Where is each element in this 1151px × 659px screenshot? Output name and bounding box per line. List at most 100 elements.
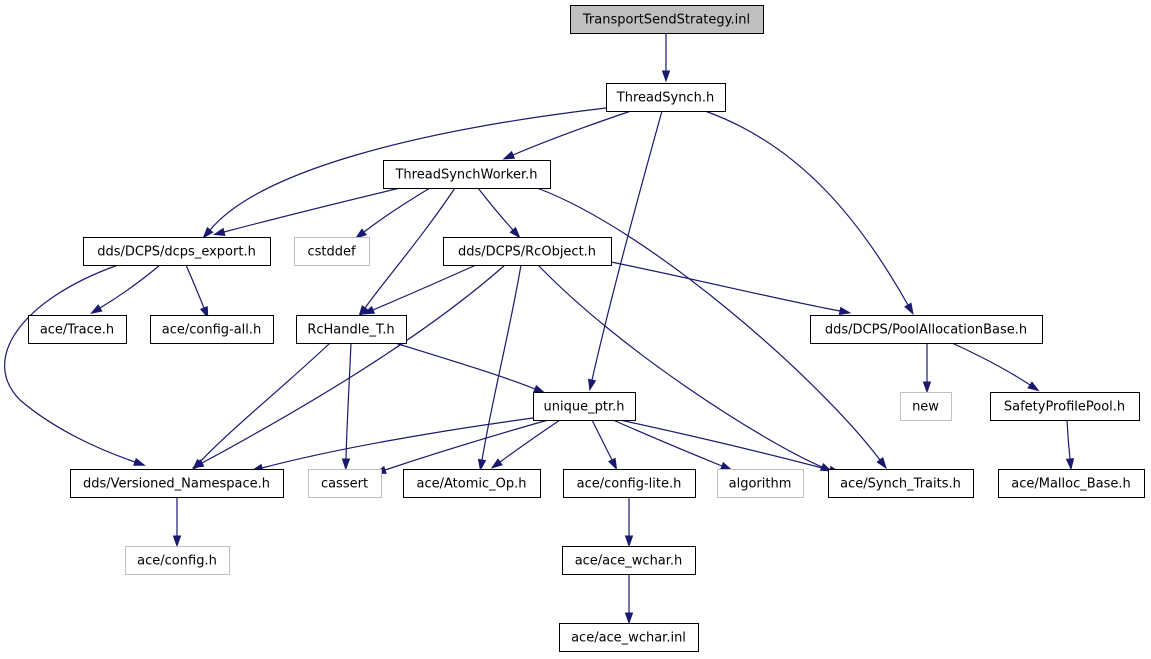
node-label: dds/DCPS/PoolAllocationBase.h [825,323,1027,338]
arrow-head-icon [922,381,932,394]
node-box [28,315,127,344]
node-ace-config-h[interactable]: ace/config.h [125,546,230,575]
node-transport-send-strategy-inl[interactable]: TransportSendStrategy.inl [570,5,764,34]
node-ace-ace-wchar-h[interactable]: ace/ace_wchar.h [562,546,696,575]
edge-unique_ptr_h-to-versioned_namespace_h [250,417,534,472]
arrow-head-icon [354,228,367,239]
node-ace-config-all-h[interactable]: ace/config-all.h [150,315,274,344]
arrow-head-icon [202,226,214,239]
edge-line [591,110,663,381]
arrow-head-icon [172,535,182,548]
node-thread-synch-h[interactable]: ThreadSynch.h [606,83,726,112]
arrow-head-icon [90,304,103,314]
node-label: TransportSendStrategy.inl [582,13,750,28]
node-box [150,315,274,344]
node-ace-ace-wchar-inl[interactable]: ace/ace_wchar.inl [559,623,699,652]
edge-line [951,342,1031,386]
node-box [570,5,764,34]
node-label: cassert [321,477,368,492]
node-ace-trace-h[interactable]: ace/Trace.h [28,315,127,344]
arrow-head-icon [192,458,204,471]
node-thread-synch-worker-h[interactable]: ThreadSynchWorker.h [383,160,551,189]
node-label: unique_ptr.h [544,400,625,415]
edge-dcps_export_h-to-versioned_namespace_h [4,264,146,466]
node-box [83,237,271,266]
node-versioned-namespace-h[interactable]: dds/Versioned_Namespace.h [70,469,284,498]
node-label: RcHandle_T.h [307,323,394,338]
edge-line [481,264,522,461]
edge-unique_ptr_h-to-ace_atomic_op_h [490,419,561,469]
edge-line [372,264,477,311]
node-label: ace/config-lite.h [577,477,682,492]
edge-versioned_namespace_h-to-ace_config_h [172,497,182,548]
arrow-head-icon [199,305,209,319]
arrow-head-icon [661,70,671,83]
node-box [563,469,696,498]
node-box [533,392,636,421]
arrow-head-icon [502,150,516,160]
edge-pool_allocation_base_h-to-new [922,343,932,394]
node-cassert[interactable]: cassert [308,469,382,498]
arrow-head-icon [532,384,546,394]
node-ace-atomic-op-h[interactable]: ace/Atomic_Op.h [403,469,541,498]
node-box [900,392,952,421]
edge-pool_allocation_base_h-to-safety_profile_pool_h [951,342,1040,392]
node-unique-ptr-h[interactable]: unique_ptr.h [533,392,636,421]
edge-thread_synch_worker_h-to-ace_synch_traits_h [536,187,887,470]
edge-line [704,110,909,306]
edge-dcps_export_h-to-ace_config_all_h [185,264,209,319]
node-box [562,546,696,575]
arrow-head-icon [490,458,503,469]
node-label: ThreadSynch.h [616,91,714,106]
edge-line [394,342,536,390]
node-rcobject-h[interactable]: dds/DCPS/RcObject.h [443,237,612,266]
edge-line [209,107,607,231]
edge-dcps_export_h-to-ace_trace_h [90,264,161,314]
node-algorithm[interactable]: algorithm [717,469,804,498]
node-rchandle-t-h[interactable]: RcHandle_T.h [296,315,407,344]
node-ace-malloc-base-h[interactable]: ace/Malloc_Base.h [998,469,1145,498]
arrow-head-icon [509,226,521,239]
edge-line [364,187,456,309]
arrow-head-icon [608,457,618,471]
node-box [125,546,230,575]
node-box [559,623,699,652]
arrow-head-icon [624,535,634,548]
node-label: dds/DCPS/dcps_export.h [97,245,256,260]
edge-ace_ace_wchar_h-to-ace_ace_wchar_inl [624,574,634,625]
edge-line [4,264,136,463]
node-box [606,83,726,112]
edge-thread_synch_worker_h-to-dcps_export_h [212,187,401,236]
edge-thread_synch_h-to-thread_synch_worker_h [502,110,632,160]
node-new[interactable]: new [900,392,952,421]
node-layer: TransportSendStrategy.inlThreadSynch.hTh… [28,5,1145,652]
arrow-head-icon [1065,458,1075,471]
edge-unique_ptr_h-to-algorithm [612,419,733,471]
edge-unique_ptr_h-to-ace_synch_traits_h [619,419,842,474]
node-label: dds/DCPS/RcObject.h [458,245,596,260]
node-safety-profile-pool-h[interactable]: SafetyProfilePool.h [990,392,1140,421]
node-cstddef[interactable]: cstddef [294,237,370,266]
arrow-head-icon [904,302,914,316]
arrow-head-icon [477,458,487,472]
node-pool-allocation-base-h[interactable]: dds/DCPS/PoolAllocationBase.h [810,315,1043,344]
edge-line [1066,419,1071,460]
edge-rcobject_h-to-rchandle_t_h [362,264,477,315]
edge-line [345,342,352,460]
edge-line [477,187,514,231]
node-label: dds/Versioned_Namespace.h [83,477,270,492]
edge-thread_synch_worker_h-to-cstddef [354,187,431,239]
arrow-head-icon [212,227,226,236]
node-ace-synch-traits-h[interactable]: ace/Synch_Traits.h [828,469,974,498]
edge-thread_synch_h-to-dcps_export_h [202,107,607,239]
node-box [998,469,1145,498]
edge-line [512,110,632,156]
edge-line [537,264,823,468]
node-ace-config-lite-h[interactable]: ace/config-lite.h [563,469,696,498]
node-box [383,160,551,189]
node-label: ace/config-all.h [162,323,262,338]
edge-line [536,187,881,461]
node-box [717,469,804,498]
node-dcps-export-h[interactable]: dds/DCPS/dcps_export.h [83,237,271,266]
